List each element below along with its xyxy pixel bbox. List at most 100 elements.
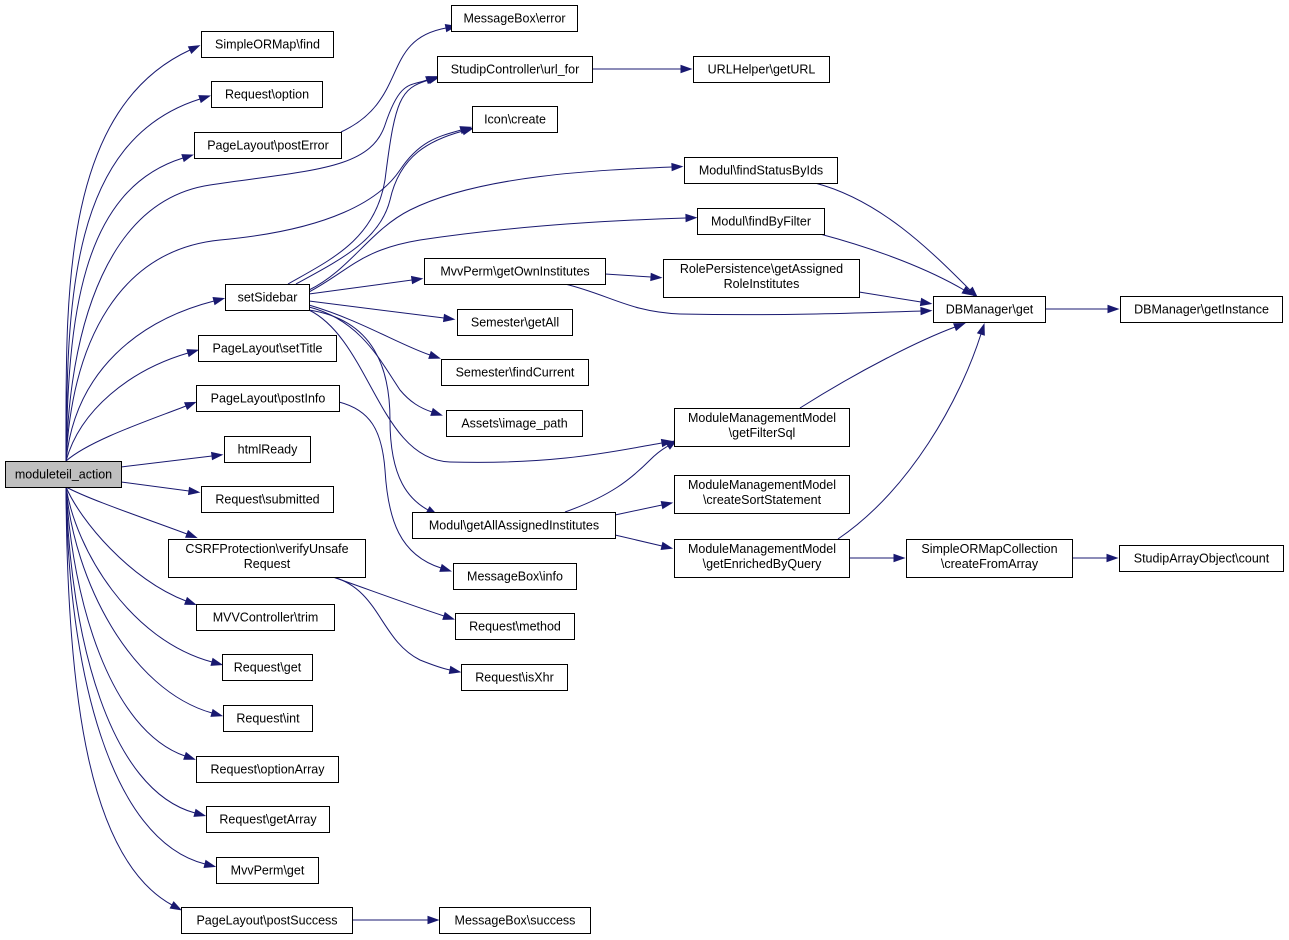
edge-line: [65, 79, 428, 462]
node-modul-findstatusbyids[interactable]: Modul\findStatusByIds: [684, 157, 838, 184]
node-box: [933, 296, 1046, 323]
arrowhead-icon: [461, 127, 475, 136]
arrowhead-icon: [187, 486, 201, 496]
node-pagelayout-posterror[interactable]: PageLayout\postError: [194, 132, 342, 159]
arrowhead-icon: [1106, 553, 1119, 563]
node-box: [206, 806, 330, 833]
node-label: \getFilterSql: [729, 426, 796, 440]
node-box: [697, 208, 825, 235]
node-dbmanager-get[interactable]: DBManager\get: [933, 296, 1046, 323]
node-moduleteil-action[interactable]: moduleteil_action: [5, 461, 122, 488]
node-studipcontroller-url-for[interactable]: StudipController\url_for: [437, 56, 593, 83]
edge-moduleteil_action-to-htmlready: [120, 451, 224, 468]
node-box: [1119, 545, 1284, 572]
edge-modulemanagementmodel_getfiltersql-to-dbmanager_get: [799, 322, 966, 409]
arrowhead-icon: [430, 407, 443, 416]
node-box: [201, 31, 334, 58]
node-box: [1120, 296, 1283, 323]
arrowhead-icon: [1107, 304, 1120, 314]
node-request-method[interactable]: Request\method: [455, 613, 575, 640]
node-modulemanagementmodel-createsortstatement[interactable]: ModuleManagementModel\createSortStatemen…: [674, 475, 850, 514]
node-request-int[interactable]: Request\int: [223, 705, 313, 732]
node-request-isxhr[interactable]: Request\isXhr: [461, 664, 568, 691]
arrowhead-icon: [680, 64, 693, 74]
node-messagebox-info[interactable]: MessageBox\info: [453, 563, 577, 590]
node-semester-getall[interactable]: Semester\getAll: [457, 309, 573, 336]
edge-line: [837, 333, 982, 540]
node-label: SimpleORMapCollection: [921, 542, 1057, 556]
node-label: ModuleManagementModel: [688, 478, 836, 492]
node-box: [181, 907, 353, 934]
node-request-option[interactable]: Request\option: [211, 81, 323, 108]
arrowhead-icon: [448, 665, 462, 675]
edge-mvvperm_getowninstitutes-to-dbmanager_get: [564, 283, 933, 316]
node-mvvcontroller-trim[interactable]: MVVController\trim: [196, 604, 335, 631]
edge-line: [65, 405, 187, 462]
node-messagebox-error[interactable]: MessageBox\error: [451, 5, 578, 32]
node-simpleormap-find[interactable]: SimpleORMap\find: [201, 31, 334, 58]
node-mvvperm-get[interactable]: MvvPerm\get: [216, 857, 319, 884]
node-modul-findbyfilter[interactable]: Modul\findByFilter: [697, 208, 825, 235]
edge-line: [564, 283, 922, 316]
edge-modul_getallassignedinstitutes-to-modulemanagementmodel_getenrichedbyquery: [614, 534, 674, 550]
node-pagelayout-postinfo[interactable]: PageLayout\postInfo: [196, 385, 340, 412]
node-mvvperm-getowninstitutes[interactable]: MvvPerm\getOwnInstitutes: [424, 258, 606, 285]
edge-line: [65, 352, 189, 462]
node-modulemanagementmodel-getenrichedbyquery[interactable]: ModuleManagementModel\getEnrichedByQuery: [674, 539, 850, 578]
edge-line: [604, 273, 652, 278]
node-assets-image-path[interactable]: Assets\image_path: [446, 410, 583, 437]
node-pagelayout-settitle[interactable]: PageLayout\setTitle: [198, 335, 337, 362]
node-box: [194, 132, 342, 159]
node-dbmanager-getinstance[interactable]: DBManager\getInstance: [1120, 296, 1283, 323]
node-pagelayout-postsuccess[interactable]: PageLayout\postSuccess: [181, 907, 353, 934]
node-box: [201, 486, 334, 513]
arrowhead-icon: [665, 439, 678, 450]
edge-line: [564, 445, 669, 513]
node-rolepersistence-getassignedroleinstitutes[interactable]: RolePersistence\getAssignedRoleInstitute…: [663, 259, 860, 298]
node-label: MvvPerm\get: [231, 864, 305, 878]
arrowhead-icon: [212, 297, 226, 306]
node-label: Assets\image_path: [461, 417, 567, 431]
edge-rolepersistence_getassignedroleinstitutes-to-dbmanager_get: [858, 291, 933, 307]
arrowhead-icon: [203, 859, 217, 868]
node-setsidebar[interactable]: setSidebar: [225, 284, 310, 311]
arrowhead-icon: [428, 350, 441, 359]
node-semester-findcurrent[interactable]: Semester\findCurrent: [441, 359, 589, 386]
arrowhead-icon: [660, 500, 674, 510]
node-request-get[interactable]: Request\get: [222, 654, 313, 681]
node-request-submitted[interactable]: Request\submitted: [201, 486, 334, 513]
node-label: RolePersistence\getAssigned: [680, 262, 843, 276]
node-messagebox-success[interactable]: MessageBox\success: [439, 907, 591, 934]
edge-line: [65, 486, 173, 906]
edge-line: [308, 306, 433, 413]
edge-csrfprotection_verifyunsaferequest-to-request_method: [332, 576, 455, 620]
edge-moduleteil_action-to-pagelayout_postsuccess: [65, 486, 183, 911]
node-box: [674, 408, 850, 447]
node-request-optionarray[interactable]: Request\optionArray: [196, 756, 339, 783]
edge-setsidebar-to-assets_image_path: [308, 306, 443, 416]
edge-line: [65, 129, 462, 462]
node-request-getarray[interactable]: Request\getArray: [206, 806, 330, 833]
node-label: MessageBox\info: [467, 570, 563, 584]
node-box: [453, 563, 577, 590]
node-label: Modul\getAllAssignedInstitutes: [429, 519, 599, 533]
node-urlhelper-geturl[interactable]: URLHelper\getURL: [693, 56, 830, 83]
edge-line: [287, 79, 430, 285]
edge-layer: [65, 23, 1120, 925]
node-modul-getallassignedinstitutes[interactable]: Modul\getAllAssignedInstitutes: [412, 512, 616, 539]
node-label: MVVController\trim: [213, 611, 319, 625]
node-label: StudipController\url_for: [451, 63, 580, 77]
node-studiparrayobject-count[interactable]: StudipArrayObject\count: [1119, 545, 1284, 572]
edge-setsidebar-to-icon_create: [295, 127, 475, 285]
edge-line: [65, 486, 206, 865]
node-icon-create[interactable]: Icon\create: [472, 106, 558, 133]
edge-line: [814, 182, 971, 291]
node-modulemanagementmodel-getfiltersql[interactable]: ModuleManagementModel\getFilterSql: [674, 408, 850, 447]
node-simpleormapcollection-createfromarray[interactable]: SimpleORMapCollection\createFromArray: [906, 539, 1073, 578]
edge-setsidebar-to-modul_findstatusbyids: [308, 162, 684, 291]
edge-setsidebar-to-studipcontroller_url_for: [287, 76, 441, 285]
edge-modul_findbyfilter-to-dbmanager_get: [819, 233, 974, 296]
node-htmlready[interactable]: htmlReady: [224, 436, 311, 463]
node-label: \getEnrichedByQuery: [703, 557, 823, 571]
